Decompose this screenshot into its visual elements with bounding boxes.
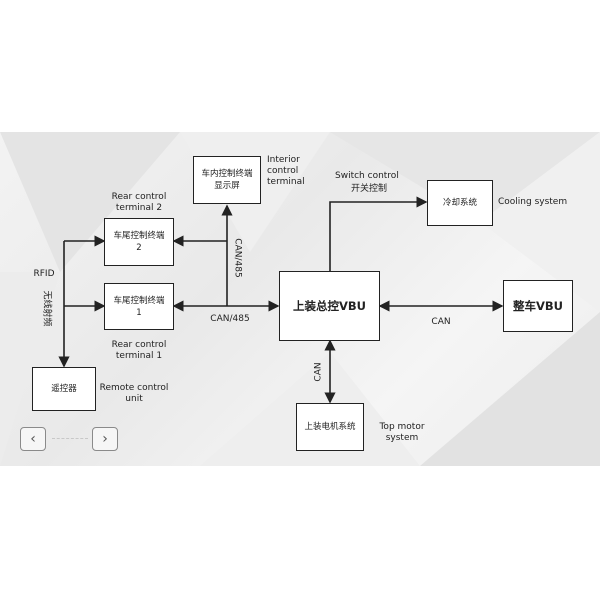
chevron-left-icon: ‹ bbox=[30, 431, 36, 447]
upper-vbu-node: 上装总控VBU bbox=[279, 271, 380, 341]
top-motor-en-label: Top motor system bbox=[379, 422, 425, 443]
prev-button[interactable]: ‹ bbox=[20, 427, 46, 451]
can-right-label: CAN bbox=[431, 317, 451, 327]
remote-en-label: Remote control unit bbox=[99, 383, 169, 404]
rear-terminal-1-node: 车尾控制终端 1 bbox=[104, 283, 174, 330]
interior-en-label: Interior control terminal bbox=[267, 155, 305, 187]
chevron-right-icon: › bbox=[102, 431, 108, 447]
rear1-en-label: Rear control terminal 1 bbox=[111, 340, 167, 361]
can-vertical-label: CAN bbox=[313, 362, 324, 382]
wireless-cn-label: 无线射频 bbox=[41, 290, 52, 327]
cooling-en-label: Cooling system bbox=[498, 197, 568, 207]
nav-divider bbox=[52, 438, 88, 439]
remote-control-node: 遥控器 bbox=[32, 367, 96, 411]
switch-control-cn-label: 开关控制 bbox=[351, 184, 388, 194]
rear-terminal-2-node: 车尾控制终端 2 bbox=[104, 218, 174, 266]
cooling-system-node: 冷却系统 bbox=[427, 180, 493, 226]
interior-display-node: 车内控制终端 显示屏 bbox=[193, 156, 261, 204]
next-button[interactable]: › bbox=[92, 427, 118, 451]
rfid-label: RFID bbox=[33, 269, 55, 279]
rear2-en-label: Rear control terminal 2 bbox=[111, 192, 167, 213]
top-motor-node: 上装电机系统 bbox=[296, 403, 364, 451]
can485-vertical-label: CAN/485 bbox=[232, 238, 243, 278]
switch-control-en-label: Switch control bbox=[335, 171, 399, 181]
vehicle-vbu-node: 整车VBU bbox=[503, 280, 573, 332]
can485-horizontal-label: CAN/485 bbox=[210, 314, 250, 324]
